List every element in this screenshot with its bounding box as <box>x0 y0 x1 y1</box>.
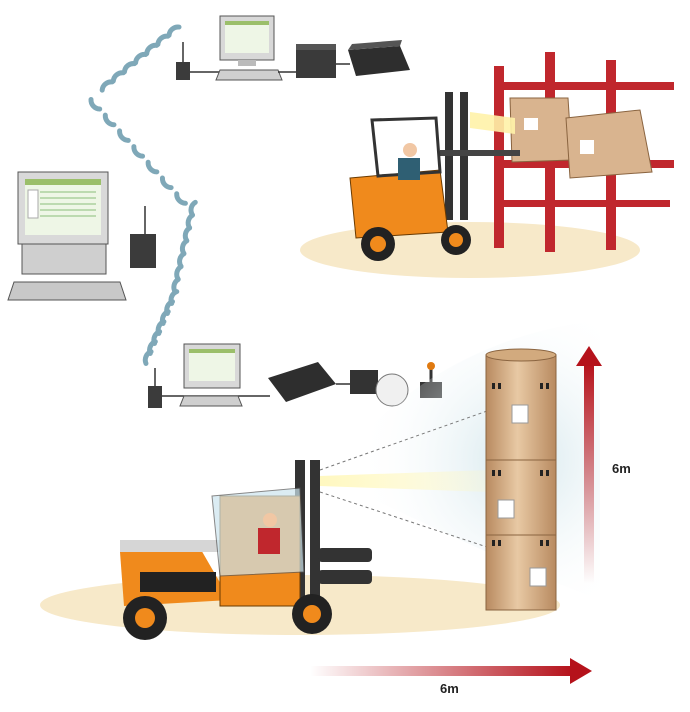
power-supply-icon <box>348 40 410 76</box>
desktop-computer-icon <box>7 171 127 301</box>
antenna-icon <box>148 368 162 408</box>
scanner-beam-top <box>470 112 515 134</box>
controller-box-icon <box>268 362 336 402</box>
signal-arc <box>144 42 160 57</box>
horizontal-range-arrow <box>310 658 592 684</box>
access-point-icon <box>130 206 156 268</box>
wireless-signal-arcs <box>88 24 198 366</box>
signal-arc <box>117 128 131 143</box>
desktop-station <box>7 171 156 301</box>
roll-tag <box>529 567 547 587</box>
signal-arc <box>145 159 160 175</box>
keyboard-icon <box>215 69 283 81</box>
roll-tag <box>497 499 515 519</box>
reader-unit-icon <box>296 44 336 78</box>
rack-box-right <box>565 109 653 179</box>
paper-roll-stack <box>485 348 557 611</box>
signal-arc <box>110 70 126 84</box>
forklift-bottom <box>120 460 372 640</box>
signal-arc <box>102 112 117 128</box>
vertical-range-label: 6m <box>612 461 631 476</box>
roll-tag <box>511 404 529 424</box>
top-network <box>176 15 410 81</box>
signal-arc <box>131 144 146 159</box>
vertical-range-arrow <box>576 346 602 584</box>
warehouse-rack <box>494 52 674 252</box>
keyboard-icon <box>179 395 243 407</box>
signal-arc <box>155 33 171 47</box>
signal-arc <box>166 24 182 38</box>
bottom-network <box>148 343 442 408</box>
horizontal-range-label: 6m <box>440 681 459 696</box>
signal-arc <box>133 51 149 66</box>
signal-arc <box>99 79 115 93</box>
computer-monitor-icon <box>183 343 241 389</box>
signal-arc <box>159 175 174 191</box>
signal-arc <box>174 191 188 206</box>
forklift-top <box>349 92 520 261</box>
signal-arc <box>142 349 154 366</box>
scanner-beam-bottom <box>320 470 490 492</box>
scan-field-line-upper <box>319 409 491 471</box>
antenna-icon <box>176 42 190 80</box>
computer-monitor-icon <box>219 15 275 66</box>
signal-arc <box>121 61 137 75</box>
camera-scanner-icon <box>350 370 409 407</box>
ground-shadow-top <box>300 222 640 278</box>
signal-arc <box>88 96 103 112</box>
